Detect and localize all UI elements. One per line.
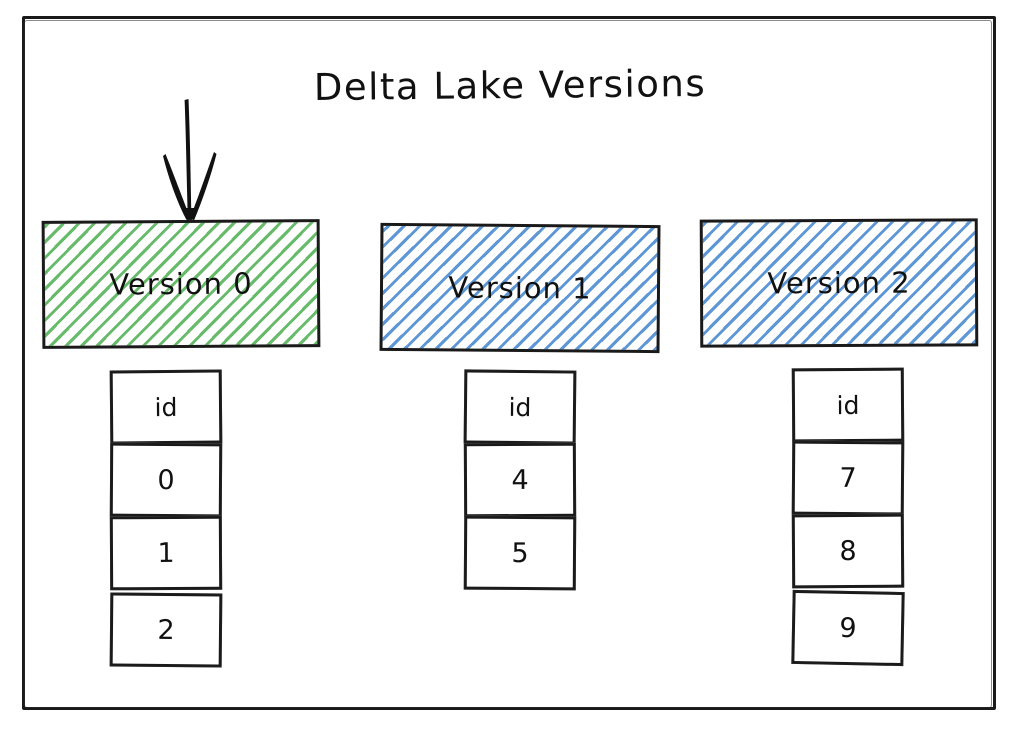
version-box-0[interactable]: Version 0 bbox=[41, 219, 321, 349]
cell-value: 2 bbox=[157, 614, 175, 646]
table-row: 7 bbox=[791, 440, 905, 516]
version-label-1: Version 1 bbox=[448, 270, 592, 306]
cell-value: 7 bbox=[839, 462, 857, 494]
cell-value: 4 bbox=[511, 464, 529, 496]
table-row: 9 bbox=[791, 589, 905, 667]
version-label-2: Version 2 bbox=[767, 265, 911, 301]
table-header-cell: id bbox=[463, 369, 577, 445]
table-header-cell: id bbox=[791, 367, 905, 443]
cell-value: 5 bbox=[511, 537, 529, 569]
diagram-outer-frame bbox=[22, 16, 996, 710]
table-row: 5 bbox=[463, 515, 577, 591]
table-row: 1 bbox=[109, 515, 223, 591]
table-row: 2 bbox=[109, 592, 223, 668]
cell-value: 9 bbox=[839, 612, 857, 644]
id-table-version-2: id 7 8 9 bbox=[791, 367, 905, 667]
down-arrow-icon bbox=[150, 96, 230, 224]
id-table-version-1: id 4 5 bbox=[463, 369, 577, 591]
column-header-label: id bbox=[154, 392, 178, 422]
table-header-cell: id bbox=[109, 369, 223, 445]
cell-value: 0 bbox=[157, 464, 175, 496]
column-header-label: id bbox=[508, 392, 532, 422]
version-box-1[interactable]: Version 1 bbox=[379, 222, 661, 354]
version-box-2[interactable]: Version 2 bbox=[699, 218, 979, 348]
column-header-label: id bbox=[836, 390, 860, 420]
version-label-0: Version 0 bbox=[109, 266, 253, 302]
cell-value: 1 bbox=[157, 537, 175, 569]
table-row: 0 bbox=[109, 442, 223, 518]
table-row: 4 bbox=[463, 442, 577, 518]
cell-value: 8 bbox=[839, 535, 857, 567]
id-table-version-0: id 0 1 2 bbox=[109, 369, 223, 668]
table-row: 8 bbox=[791, 513, 905, 589]
